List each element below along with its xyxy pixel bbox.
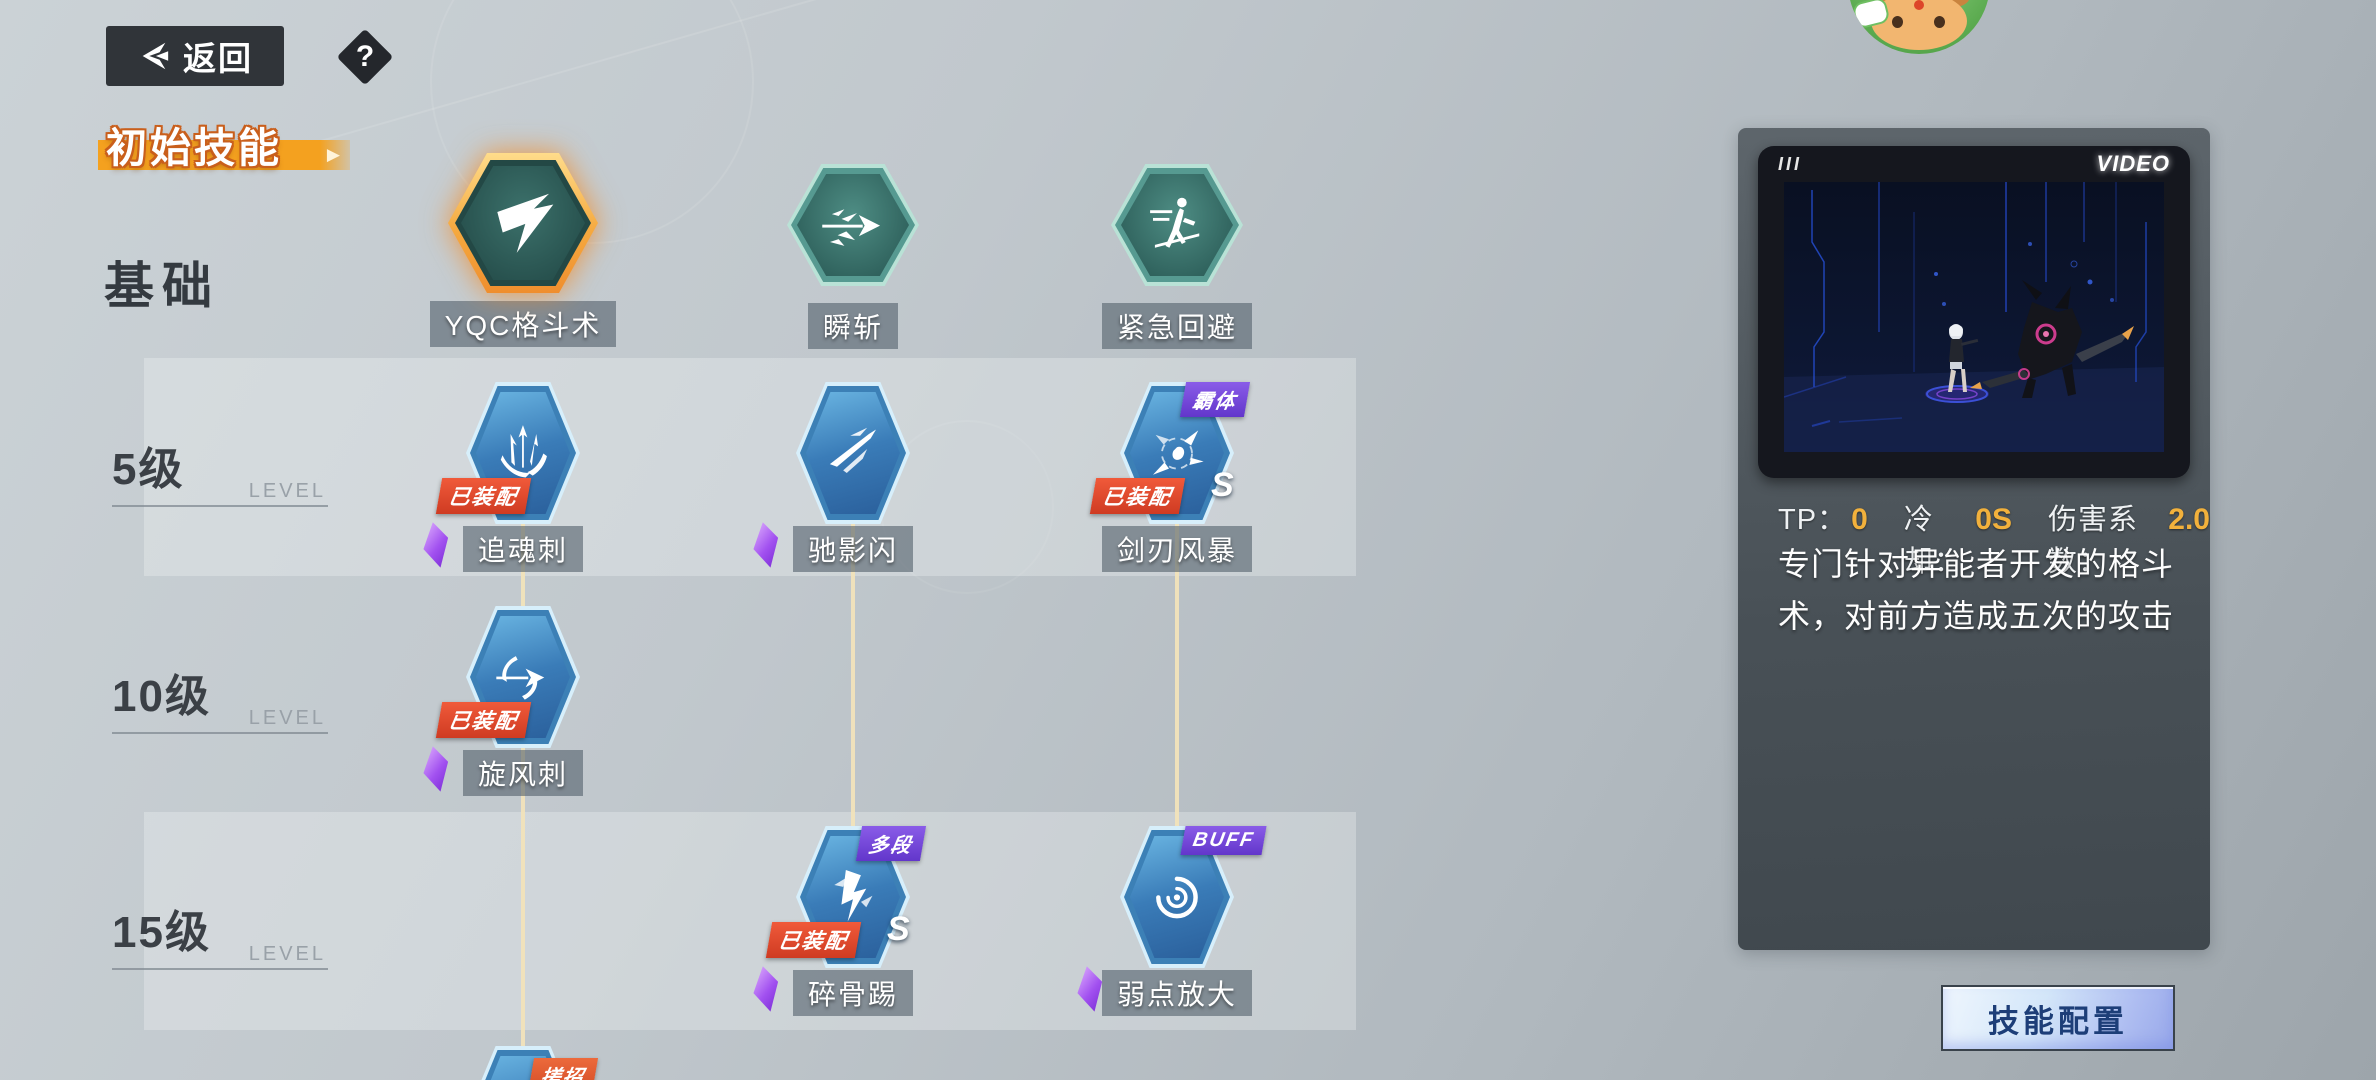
stat-label: TP：	[1778, 504, 1848, 536]
level-label: 5级	[112, 445, 185, 494]
skill-node-zhuihunci[interactable]: 已装配 追魂刺	[411, 382, 635, 572]
skill-node-jianren-fengbao[interactable]: 霸体 已装配 S 剑刃风暴	[1065, 382, 1289, 572]
connector-line	[851, 455, 855, 895]
stat-value: 0S	[1975, 503, 2012, 536]
gem-icon	[750, 964, 782, 1013]
skill-node-ruodian-fangda[interactable]: BUFF 弱点放大	[1065, 826, 1289, 1016]
equipped-badge: 已装配	[435, 702, 532, 738]
dodge-person-icon	[1150, 198, 1200, 249]
skill-label: 弱点放大	[1101, 970, 1252, 1016]
avatar[interactable]	[1848, 0, 1990, 54]
back-button[interactable]: 返回	[106, 26, 284, 86]
skill-node-chiyingshan[interactable]: 驰影闪	[741, 382, 965, 572]
video-frame[interactable]: III VIDEO	[1758, 146, 2190, 478]
equipped-badge: 已装配	[765, 922, 862, 958]
level-marker-10: 10级 LEVEL	[112, 666, 328, 734]
stat-label: 伤害系数：	[2047, 504, 2138, 578]
letter-badge: S	[887, 910, 910, 948]
vortex-icon	[1156, 876, 1198, 918]
stat-cooldown: 冷却： 0S	[1904, 496, 2012, 580]
hexagon	[796, 382, 910, 524]
skill-node-suiguti[interactable]: 多段 已装配 S 碎骨踢	[741, 826, 965, 1016]
yqc-logo-icon	[497, 193, 554, 254]
category-banner[interactable]: ▶	[98, 140, 350, 170]
type-badge: 多段	[855, 826, 927, 861]
level-sublabel: LEVEL	[248, 480, 326, 502]
level-marker-15: 15级 LEVEL	[112, 902, 328, 970]
stat-value: 2.0	[2168, 503, 2210, 536]
skill-node-partial[interactable]: 搓招	[411, 1046, 635, 1080]
skill-label: 紧急回避	[1101, 303, 1252, 349]
whirl-pierce-icon	[496, 655, 545, 700]
category-banner-label: 初始技能	[106, 125, 282, 171]
hexagon	[787, 164, 919, 286]
hexagon-selected	[448, 153, 598, 293]
spike-burst-icon	[500, 424, 547, 477]
back-label: 返回	[183, 40, 253, 77]
level-label: 15级	[112, 908, 211, 957]
crush-kick-icon	[834, 869, 873, 921]
stat-label: 冷却：	[1903, 504, 1964, 578]
skill-node-jinji-huibi[interactable]: 紧急回避	[1065, 164, 1289, 349]
stat-tp: TP： 0	[1778, 496, 1868, 538]
letter-badge: S	[1211, 466, 1234, 504]
blade-storm-icon	[1153, 429, 1204, 475]
video-scene	[1784, 182, 2164, 452]
stat-damage-coefficient: 伤害系数： 2.0	[2048, 496, 2210, 580]
slash-arrow-icon	[822, 209, 880, 247]
skill-node-yqc-martial-art[interactable]: YQC格斗术	[411, 153, 635, 347]
gem-icon	[750, 520, 782, 569]
level-marker-5: 5级 LEVEL	[112, 439, 328, 507]
detail-panel: III VIDEO	[1738, 128, 2210, 950]
equipped-badge: 已装配	[435, 478, 532, 514]
stats-row: TP： 0 冷却： 0S 伤害系数： 2.0	[1778, 496, 2210, 580]
video-label: VIDEO	[2096, 151, 2170, 176]
type-badge: 搓招	[527, 1058, 599, 1080]
blade-dash-icon	[829, 427, 877, 473]
back-icon	[142, 42, 169, 70]
skill-config-button[interactable]: 技能配置	[1941, 985, 2175, 1051]
video-meter-icon: III	[1778, 154, 1803, 174]
skill-description: 专门针对异能者开发的格斗术，对前方造成五次的攻击	[1778, 546, 2175, 634]
stat-value: 0	[1851, 503, 1868, 536]
skill-label: 驰影闪	[792, 526, 913, 572]
skill-node-xuanfengci[interactable]: 已装配 旋风刺	[411, 606, 635, 796]
level-sublabel: LEVEL	[248, 707, 326, 729]
chevron-right-icon: ▶	[326, 145, 340, 164]
question-icon: ?	[355, 40, 375, 73]
skill-label: 追魂刺	[462, 526, 583, 572]
skill-label: 碎骨踢	[792, 970, 913, 1016]
gem-icon	[420, 744, 452, 793]
type-badge: 霸体	[1179, 382, 1251, 417]
level-sublabel: LEVEL	[248, 943, 326, 965]
type-badge: BUFF	[1180, 826, 1267, 855]
level-label: 10级	[112, 672, 211, 721]
skill-label: 剑刃风暴	[1101, 526, 1252, 572]
hexagon	[1111, 164, 1243, 286]
hexagon	[466, 606, 580, 748]
skill-label: 旋风刺	[462, 750, 583, 796]
skill-label: YQC格斗术	[429, 301, 617, 347]
gem-icon	[420, 520, 452, 569]
skill-node-shunzhan[interactable]: 瞬斩	[741, 164, 965, 349]
equipped-badge: 已装配	[1089, 478, 1186, 514]
skill-label: 瞬斩	[807, 303, 898, 349]
section-title: 基础	[104, 258, 220, 314]
connector-line	[1175, 455, 1179, 895]
help-button[interactable]: ?	[336, 28, 394, 86]
